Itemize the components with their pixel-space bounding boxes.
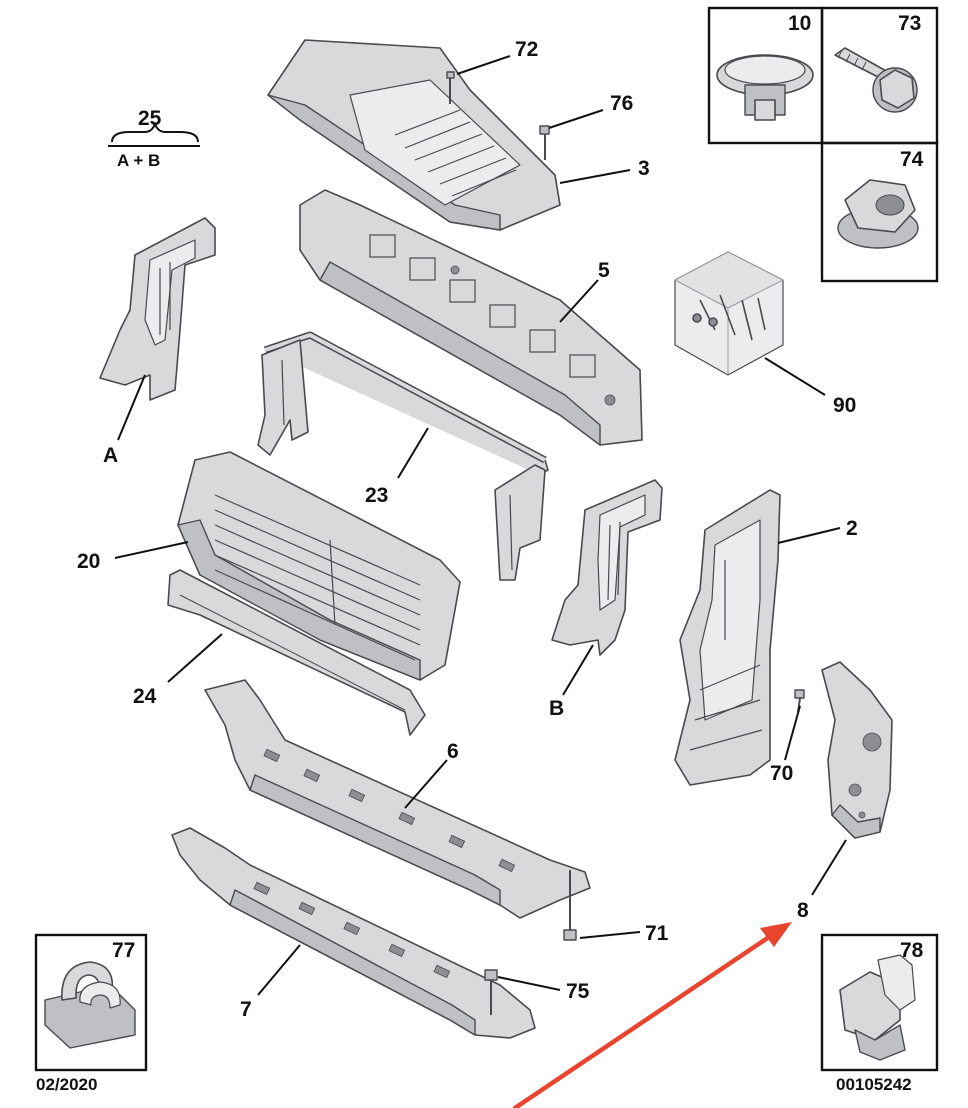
clip-10-icon: [716, 54, 814, 121]
label-5: 5: [598, 259, 610, 282]
part-20-grille-shutter: [177, 451, 461, 681]
label-90: 90: [833, 394, 856, 417]
screw-72-icon: [446, 71, 455, 104]
highlight-arrow: [512, 922, 792, 1108]
label-71: 71: [645, 922, 669, 945]
part-A-left-seal: [99, 217, 216, 401]
part-24-seal-strip: [167, 569, 426, 736]
label-2: 2: [846, 517, 858, 540]
label-A: A: [103, 444, 118, 467]
part-8-side-bracket: [821, 661, 893, 839]
box-74: 74: [820, 141, 939, 283]
screw-71-icon: [563, 870, 577, 941]
part-B-right-seal: [551, 479, 663, 656]
part-5-cross-member: [299, 189, 643, 446]
label-23: 23: [365, 484, 388, 507]
box-73: 73: [820, 6, 939, 145]
box-10-label: 10: [788, 12, 811, 35]
label-7: 7: [240, 998, 252, 1021]
box-78: 78: [820, 933, 939, 1072]
label-75: 75: [566, 980, 590, 1003]
label-3: 3: [638, 157, 650, 180]
box-78-label: 78: [900, 939, 924, 962]
box-77-label: 77: [112, 939, 135, 962]
box-77: 77: [34, 933, 148, 1072]
footer-date: 02/2020: [36, 1075, 97, 1094]
label-25-sub: A + B: [117, 151, 160, 170]
box-73-label: 73: [898, 12, 921, 35]
clip-77-icon: [44, 961, 136, 1049]
label-24: 24: [133, 685, 157, 708]
clip-78-icon: [839, 954, 916, 1061]
label-8: 8: [797, 899, 809, 922]
kit-90-cube: [673, 251, 785, 376]
footer-ref: 00105242: [836, 1075, 912, 1094]
nut-74-icon: [837, 179, 919, 249]
bolt-73-icon: [834, 47, 918, 113]
label-76: 76: [610, 92, 633, 115]
part-2-side-deflector: [674, 489, 781, 786]
label-72: 72: [515, 38, 538, 61]
part-6-lower-cross-member: [204, 679, 591, 919]
label-6: 6: [447, 740, 459, 763]
screw-76-icon: [539, 125, 550, 160]
box-74-label: 74: [900, 148, 924, 171]
label-25: 25: [138, 107, 162, 130]
screw-75-icon: [484, 969, 498, 1015]
brace-25: [111, 121, 199, 143]
label-70: 70: [770, 762, 793, 785]
label-20: 20: [77, 550, 100, 573]
part-7-bottom-cross-member: [171, 827, 536, 1039]
part-23-frame-seal: [257, 331, 549, 581]
part-3-deflector: [267, 39, 561, 231]
box-10: 10: [707, 6, 824, 145]
leader-lines: [114, 55, 847, 996]
label-B: B: [549, 697, 564, 720]
